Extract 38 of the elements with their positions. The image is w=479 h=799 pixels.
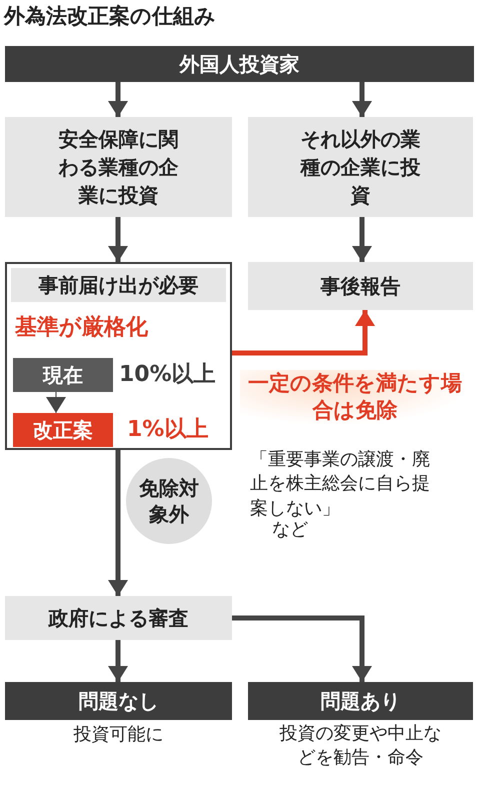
process-box xyxy=(248,262,473,310)
process-box xyxy=(5,117,232,217)
arrow xyxy=(232,616,372,682)
edge-label: 免除対象外 xyxy=(126,458,212,544)
arrow xyxy=(232,310,375,356)
arrow xyxy=(352,217,372,262)
arrow xyxy=(108,640,128,682)
note-text: 「重要事業の譲渡・廃止を株主総会に自ら提案しない」 xyxy=(250,448,431,521)
box-text: 事後報告 xyxy=(320,273,400,300)
result-text: 投資可能に xyxy=(72,723,164,747)
triangle-arrow xyxy=(46,392,66,414)
box-text: 政府による審査 xyxy=(48,605,188,632)
header-box xyxy=(5,682,232,720)
arrow xyxy=(108,82,128,117)
header-box xyxy=(248,682,473,720)
threshold-value: 10%以上 xyxy=(119,361,216,389)
box-text: 問題なし xyxy=(78,688,158,714)
box-text: 問題あり xyxy=(320,688,400,714)
result-text: 投資の変更や中止などを勧告・命令 xyxy=(278,722,442,770)
diagram-title: 外為法改正案の仕組み xyxy=(4,3,216,30)
arrow xyxy=(352,82,372,117)
note-text: など xyxy=(272,518,308,542)
emphasis-text: 基準が厳格化 xyxy=(15,314,148,342)
threshold-value: 1%以上 xyxy=(127,416,208,444)
status-box xyxy=(13,413,113,447)
status-box xyxy=(13,358,113,392)
process-box xyxy=(5,596,232,640)
process-box xyxy=(248,117,473,217)
box-text: 安全保障に関わる業種の企業に投資 xyxy=(58,126,180,209)
box-text: 外国人投資家 xyxy=(180,50,300,78)
framed-box xyxy=(5,262,232,450)
arrow xyxy=(108,217,128,262)
status-label: 改正案 xyxy=(33,416,93,444)
box-text: それ以外の業種の企業に投資 xyxy=(299,126,422,209)
box-heading: 事前届け出が必要 xyxy=(11,268,226,302)
header-box xyxy=(5,46,474,82)
status-label: 現在 xyxy=(43,362,83,388)
arrow xyxy=(108,450,128,596)
